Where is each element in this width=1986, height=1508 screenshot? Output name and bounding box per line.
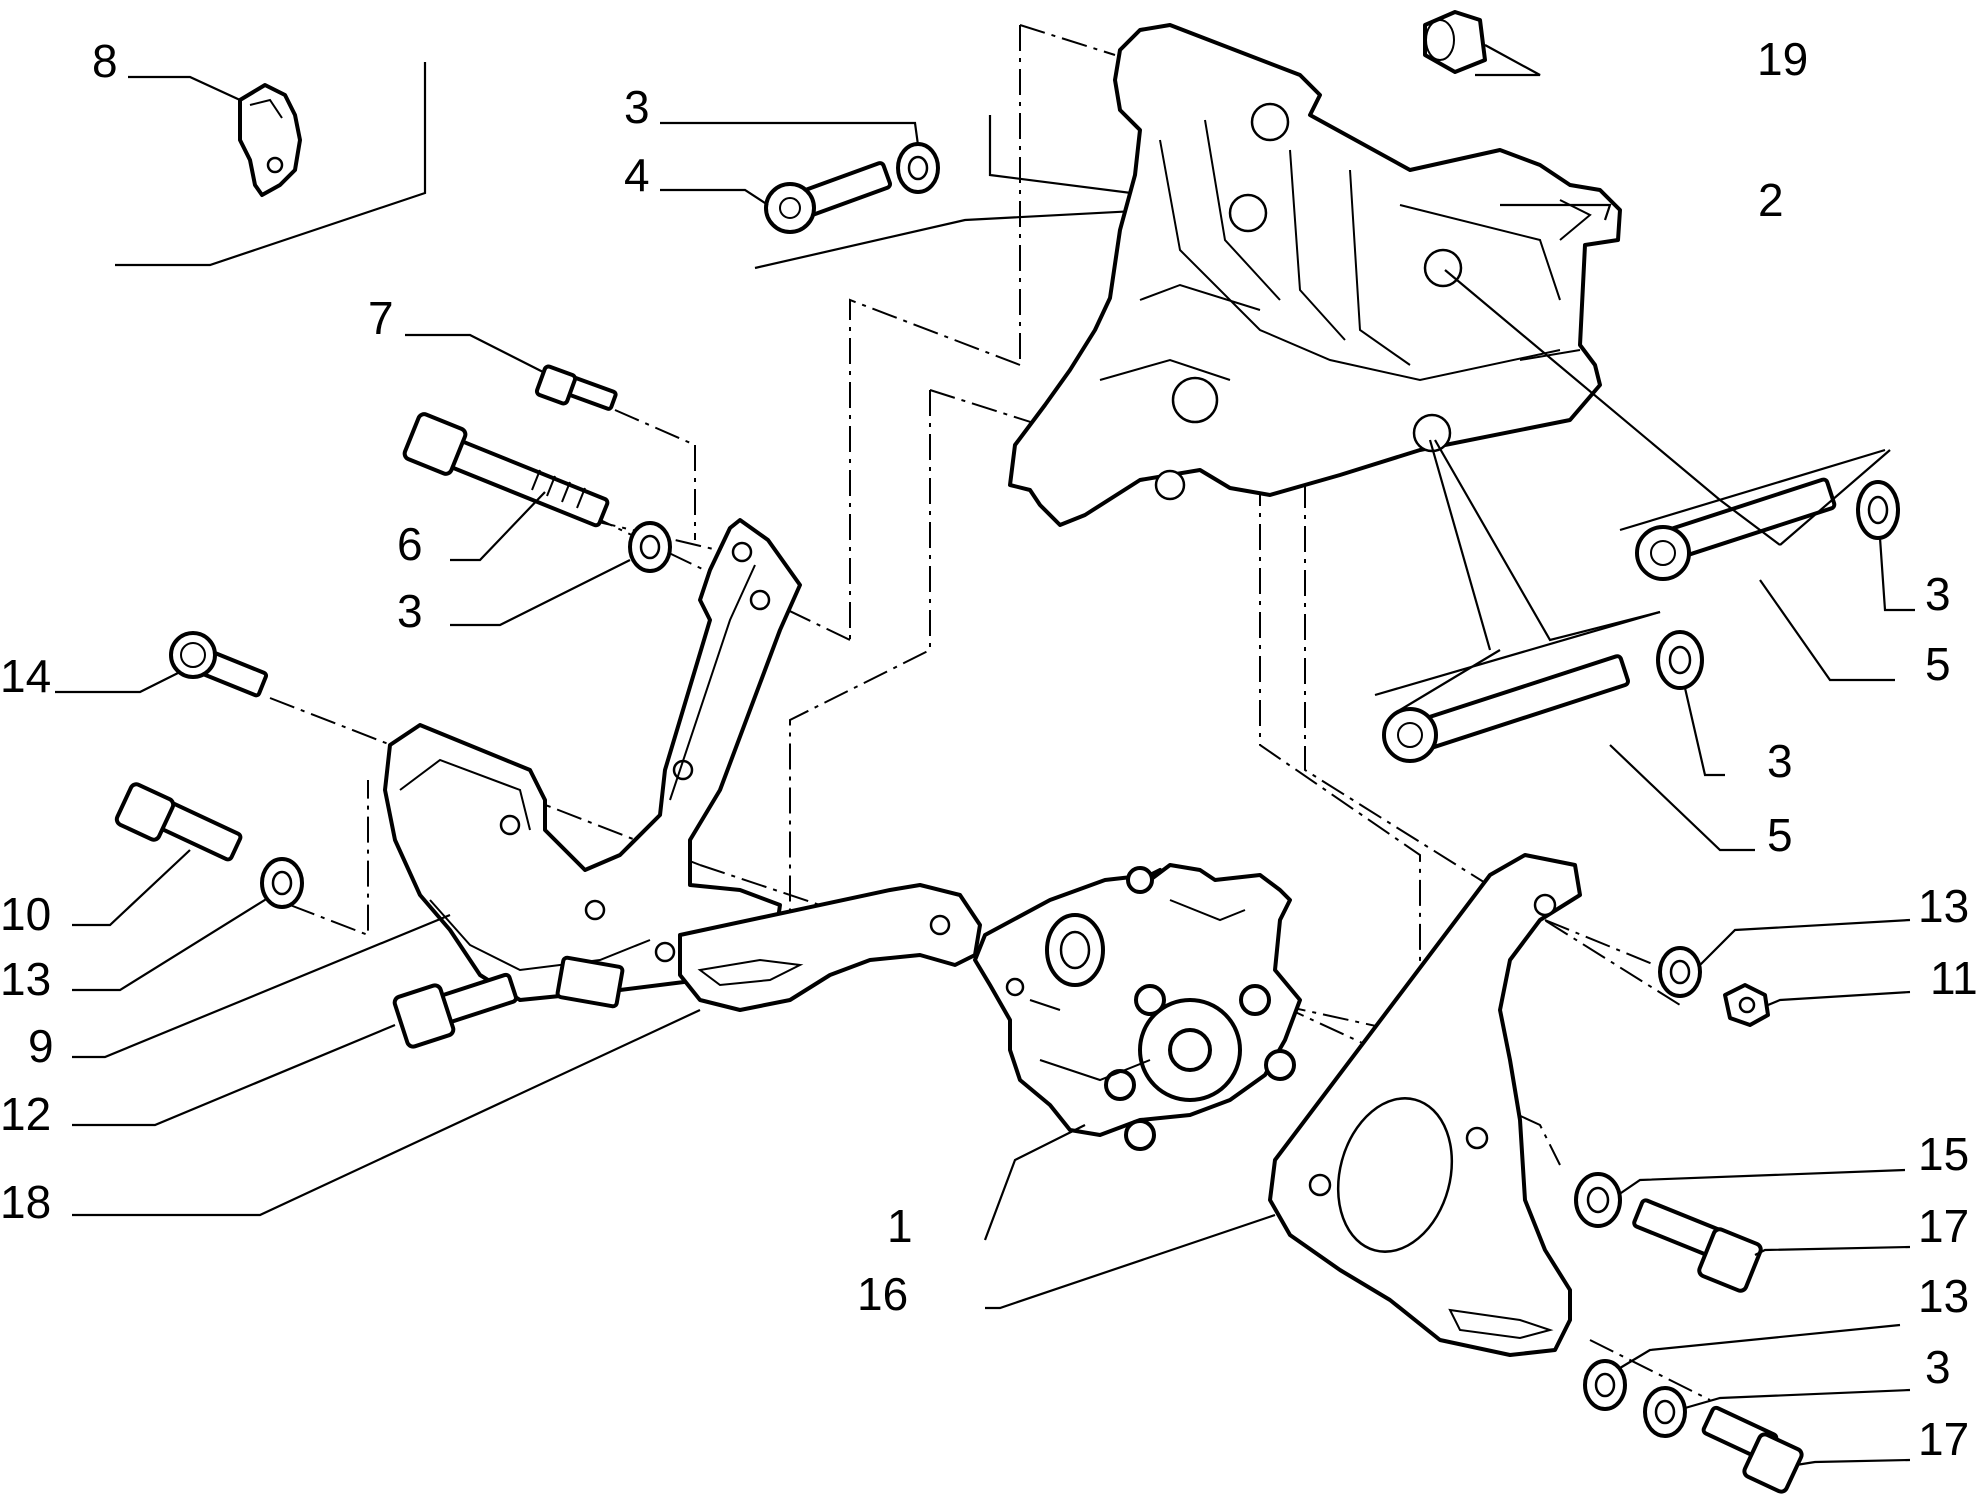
clip-part-8: [238, 83, 302, 197]
callout-14: 14: [0, 650, 51, 702]
callout-11: 11: [1930, 952, 1978, 1004]
bolt-part-4: [764, 161, 893, 234]
callout-9: 9: [28, 1020, 54, 1072]
callout-7: 7: [368, 292, 394, 344]
frame-lines: [115, 62, 1886, 697]
callout-13: 13: [0, 953, 51, 1005]
callout-18: 18: [0, 1176, 51, 1228]
callout-1: 1: [887, 1200, 913, 1252]
callout-15: 15: [1918, 1128, 1969, 1180]
callout-3: 3: [624, 81, 650, 133]
pump-plate-part-16: [1268, 853, 1582, 1357]
callout-12: 12: [0, 1088, 51, 1140]
callout-leaders: [55, 44, 1915, 1467]
washer-part-3a: [896, 142, 940, 194]
washer-part-15: [1574, 1172, 1622, 1228]
washer-part-3d: [1656, 630, 1704, 690]
callout-3: 3: [1925, 568, 1951, 620]
bolt-part-17b: [1701, 1405, 1804, 1494]
bolt-part-17a: [1632, 1198, 1763, 1293]
bolt-part-7: [534, 364, 618, 411]
callout-10: 10: [0, 888, 51, 940]
flange-bolt-part-14: [169, 631, 269, 698]
washer-part-13a: [260, 857, 304, 909]
callout-8: 8: [92, 35, 118, 87]
washer-part-3b: [628, 521, 672, 573]
washer-part-13c: [1583, 1359, 1627, 1411]
bolt-part-6: [402, 412, 610, 528]
bolt-part-5a: [1635, 477, 1837, 581]
bolt-part-5b: [1382, 654, 1630, 763]
callout-6: 6: [397, 518, 423, 570]
strap-part-18: [678, 883, 982, 1012]
support-bracket-part-2: [1008, 23, 1622, 527]
callout-16: 16: [857, 1268, 908, 1320]
nut-part-11: [1723, 983, 1770, 1027]
callout-13: 13: [1918, 1270, 1969, 1322]
hardware: [114, 10, 1900, 1494]
power-steering-pump-part-1: [973, 863, 1302, 1151]
callout-2: 2: [1758, 174, 1784, 226]
callout-5: 5: [1925, 638, 1951, 690]
callout-3: 3: [1767, 735, 1793, 787]
bushing-part-19: [1423, 10, 1487, 74]
callout-labels: 8 3 4 7 6 3 14 10 13 9 12 18 19 2 3 5 3 …: [0, 33, 1978, 1465]
callout-5: 5: [1767, 809, 1793, 861]
callout-19: 19: [1757, 33, 1808, 85]
callout-17: 17: [1918, 1413, 1969, 1465]
pump-bracket-part-9: [383, 518, 802, 1009]
bolt-part-12: [392, 972, 518, 1049]
callout-4: 4: [624, 149, 650, 201]
callout-3: 3: [397, 585, 423, 637]
washer-part-3c: [1856, 480, 1900, 540]
washer-part-13b: [1658, 946, 1702, 998]
callout-3: 3: [1925, 1341, 1951, 1393]
bolt-part-10: [114, 782, 243, 862]
callout-13: 13: [1918, 880, 1969, 932]
callout-17: 17: [1918, 1200, 1969, 1252]
washer-part-3e: [1643, 1386, 1687, 1438]
